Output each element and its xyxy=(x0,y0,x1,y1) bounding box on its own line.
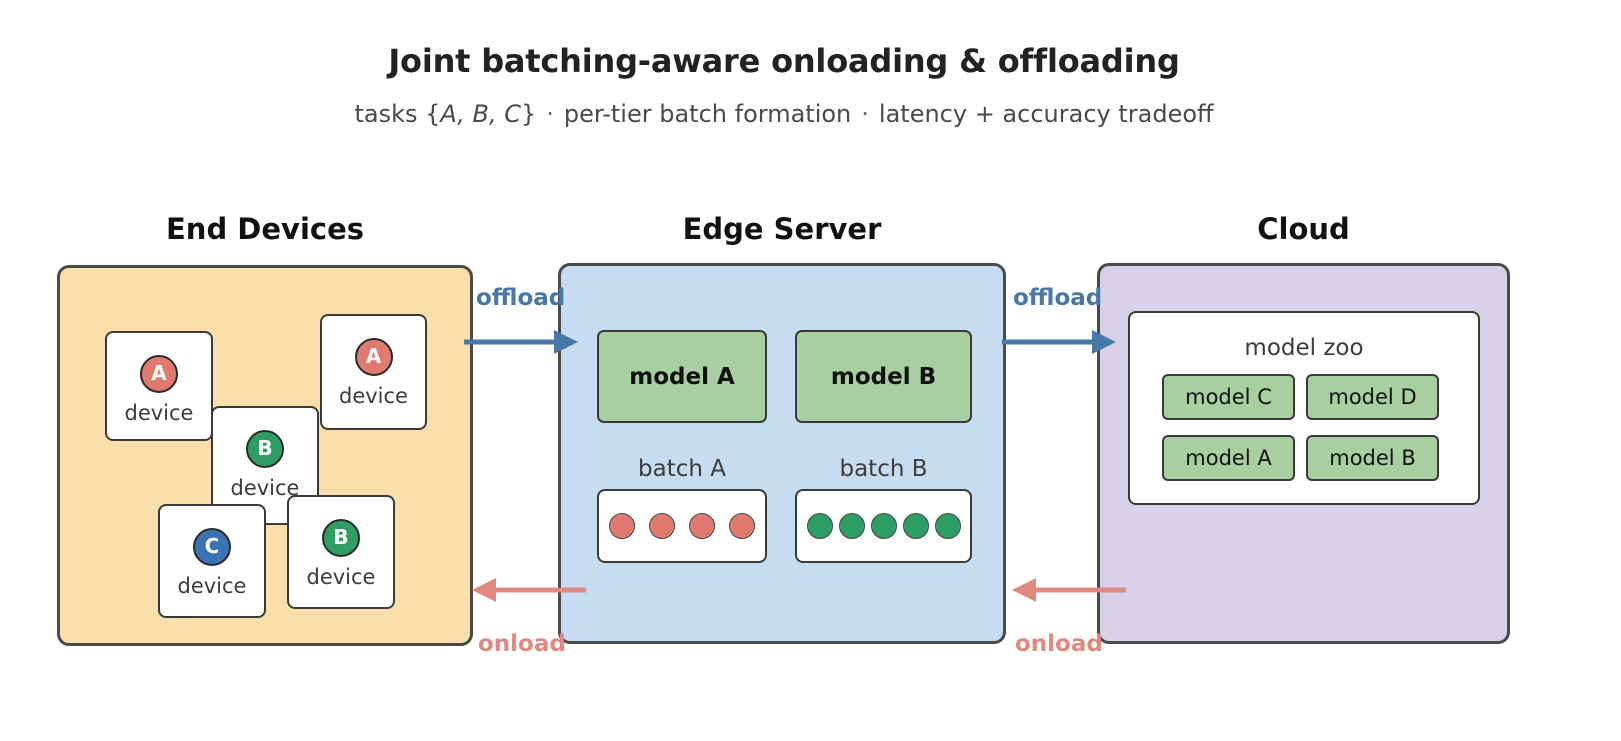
model-zoo-caption: model zoo xyxy=(1244,335,1364,361)
batch-b-box[interactable] xyxy=(795,489,972,563)
batch-a-task-dot xyxy=(609,513,635,539)
device-card[interactable]: B device xyxy=(287,495,395,609)
subtitle-separator-2: · xyxy=(861,100,869,128)
task-badge-a: A xyxy=(140,355,178,393)
batch-a-task-dot xyxy=(649,513,675,539)
task-badge-b: B xyxy=(246,430,284,468)
task-badge-a: A xyxy=(354,338,393,376)
batch-b-caption: batch B xyxy=(839,456,928,482)
batch-b-task-dot xyxy=(902,513,929,539)
device-card[interactable]: A device xyxy=(105,331,213,441)
page-subtitle: tasks {A, B, C} · per-tier batch formation… xyxy=(0,100,1568,128)
subtitle-right: latency + accuracy tradeoff xyxy=(878,100,1214,128)
device-card[interactable]: C device xyxy=(158,504,266,618)
subtitle-tasks-set: A, B, C xyxy=(440,100,521,128)
subtitle-middle: per-tier batch formation xyxy=(563,100,852,128)
batch-a-box[interactable] xyxy=(597,489,767,563)
panel-edge-server xyxy=(558,263,1006,644)
offload-label-device-to-edge: offload xyxy=(476,285,566,311)
zoo-model-c[interactable]: model C xyxy=(1162,374,1295,420)
tier-heading-end-devices: End Devices xyxy=(165,212,364,246)
zoo-model-d[interactable]: model D xyxy=(1306,374,1439,420)
subtitle-tasks-prefix: tasks { xyxy=(354,100,441,128)
onload-label-cloud-to-edge: onload xyxy=(1015,631,1103,657)
batch-b-task-dot xyxy=(870,513,897,539)
offload-label-edge-to-cloud: offload xyxy=(1013,285,1103,311)
onload-arrow-edge-to-device xyxy=(472,578,586,602)
device-card-label: device xyxy=(230,476,300,500)
device-card-label: device xyxy=(339,384,408,408)
edge-model-block-b[interactable]: model B xyxy=(795,330,972,423)
offload-arrow-device-to-edge xyxy=(464,330,578,354)
batch-a-caption: batch A xyxy=(638,456,726,482)
subtitle-tasks-suffix: } xyxy=(520,100,537,128)
zoo-model-b[interactable]: model B xyxy=(1306,435,1439,481)
task-badge-b: B xyxy=(322,519,360,557)
tier-heading-cloud: Cloud xyxy=(1257,212,1350,246)
tier-heading-edge-server: Edge Server xyxy=(682,212,882,246)
onload-label-edge-to-device: onload xyxy=(478,631,566,657)
edge-model-block-a[interactable]: model A xyxy=(597,330,767,423)
batch-b-task-dot xyxy=(838,513,865,539)
onload-arrow-cloud-to-edge xyxy=(1012,578,1126,602)
device-card[interactable]: A device xyxy=(320,314,427,430)
device-card-label: device xyxy=(177,574,247,598)
batch-b-task-dot xyxy=(806,513,833,539)
task-badge-c: C xyxy=(193,528,231,566)
batch-a-task-dot xyxy=(689,513,715,539)
page-title: Joint batching-aware onloading & offload… xyxy=(388,42,1180,80)
offload-arrow-edge-to-cloud xyxy=(1002,330,1116,354)
device-card-label: device xyxy=(124,401,194,425)
batch-b-task-dot xyxy=(934,513,961,539)
zoo-model-a[interactable]: model A xyxy=(1162,435,1295,481)
batch-a-task-dot xyxy=(729,513,755,539)
subtitle-separator-1: · xyxy=(546,100,554,128)
model-zoo-box: model zoo model C model D model A model … xyxy=(1128,311,1480,505)
device-card-label: device xyxy=(306,565,376,589)
